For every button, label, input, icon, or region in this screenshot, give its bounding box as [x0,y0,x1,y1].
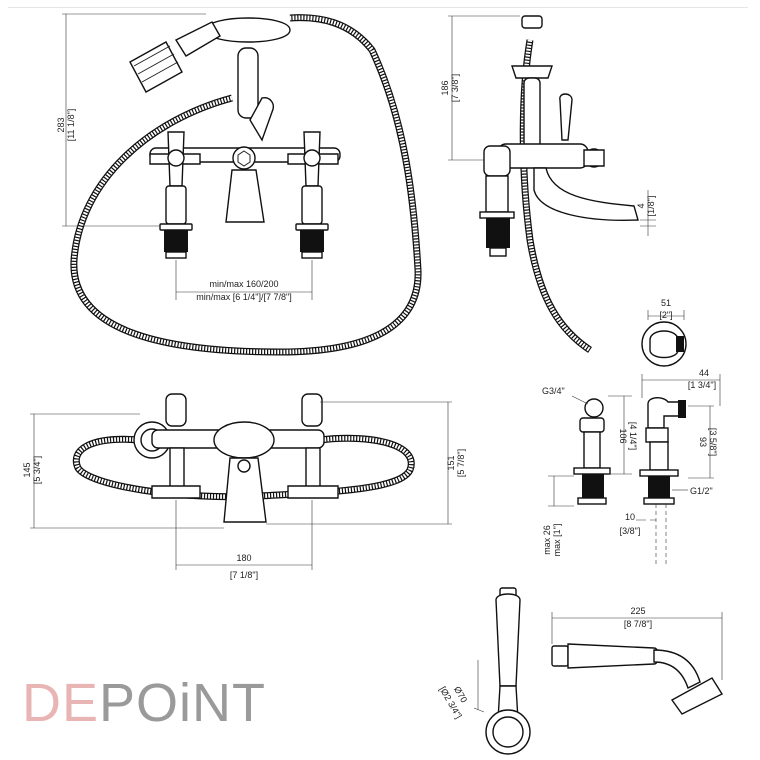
fitting-height-in: [4 1/4"] [628,422,638,450]
front-shower-head [129,41,183,93]
front-right-cross-handle [287,131,339,187]
handshower-vertical-handle [495,593,521,687]
top-right-handle [287,393,339,499]
front-left-leg [159,185,193,259]
front-left-cross-handle [149,131,201,187]
fitting-pipe-mm: 10 [625,512,635,522]
top-depth-mm: 145 [22,462,32,477]
fitting-top-in: [2"] [659,310,672,320]
side-height-in: [7 3/8"] [450,74,460,102]
side-cradle-top [521,15,543,29]
fitting-max-mm: max 26 [542,525,552,555]
top-border-line [8,7,748,8]
front-centres-in: min/max [6 1/4"]/[7 7/8"] [196,292,291,302]
front-height-in: [11 1/8"] [66,109,76,142]
handshower-detail: Ø70 [Ø2 3/4"] 225 [8 7/8"] [437,587,724,755]
fitting-thread-bottom: G1/2" [690,486,713,496]
top-centre-body [213,421,275,459]
front-lever [249,97,274,142]
front-hose-inner [71,15,421,355]
front-cradle-stem [237,47,259,119]
side-spout-in: [1/8"] [646,196,656,217]
fitting-height2-in: [3 5/8"] [708,428,718,456]
handshower-length-mm: 225 [630,606,645,616]
top-depth2-mm: 151 [446,455,456,470]
fitting-side-in: [1 3/4"] [688,380,716,390]
side-cradle [511,65,553,79]
brand-logo-part2: POiNT [99,673,267,733]
top-width-in: [7 1/8"] [230,570,258,580]
front-cradle [205,17,291,43]
top-width-mm: 180 [236,553,251,563]
fitting-side-mm: 44 [699,368,709,378]
top-depth2-in: [5 7/8"] [456,449,466,477]
front-height-mm: 283 [56,117,66,132]
top-left-handle [151,393,201,499]
handshower-length-in: [8 7/8"] [624,619,652,629]
side-view: 186 [7 3/8"] 4 [1/8"] [440,15,656,353]
front-view: 283 [11 1/8"] min/max 160/200 min/max [6… [56,13,422,356]
fitting-top-mm: 51 [661,298,671,308]
fitting-pipe-in: [3/8"] [620,526,641,536]
fitting-detail: 51 [2"] G3/4" 106 [4 1/4"] max 26 max [1… [542,298,721,566]
brand-logo: DEPOiNT [22,672,266,734]
front-hex-nut [232,146,256,170]
fitting-height2-mm: 93 [698,437,708,447]
handshower-horizontal-handle [567,643,660,669]
fitting-height-mm: 106 [618,428,628,443]
side-spout-mm: 4 [636,203,646,208]
side-spout [533,167,639,221]
top-spout [223,457,267,523]
front-right-leg [295,185,329,259]
front-centres-mm: min/max 160/200 [209,279,278,289]
top-depth-in: [5 3/4"] [32,456,42,484]
side-body [497,143,589,169]
handshower-horizontal-head [670,677,724,715]
side-lever [559,93,573,141]
fitting-thread-ring [584,398,604,418]
fitting-thread-top: G3/4" [542,386,565,396]
top-view: 145 [5 3/4"] 151 [5 7/8"] 180 [7 1/8"] [22,393,466,580]
side-height-mm: 186 [440,80,450,95]
brand-logo-part1: DE [22,673,100,733]
front-spout [225,169,265,223]
front-handset [174,21,221,57]
fitting-max-in: max [1"] [552,524,562,557]
